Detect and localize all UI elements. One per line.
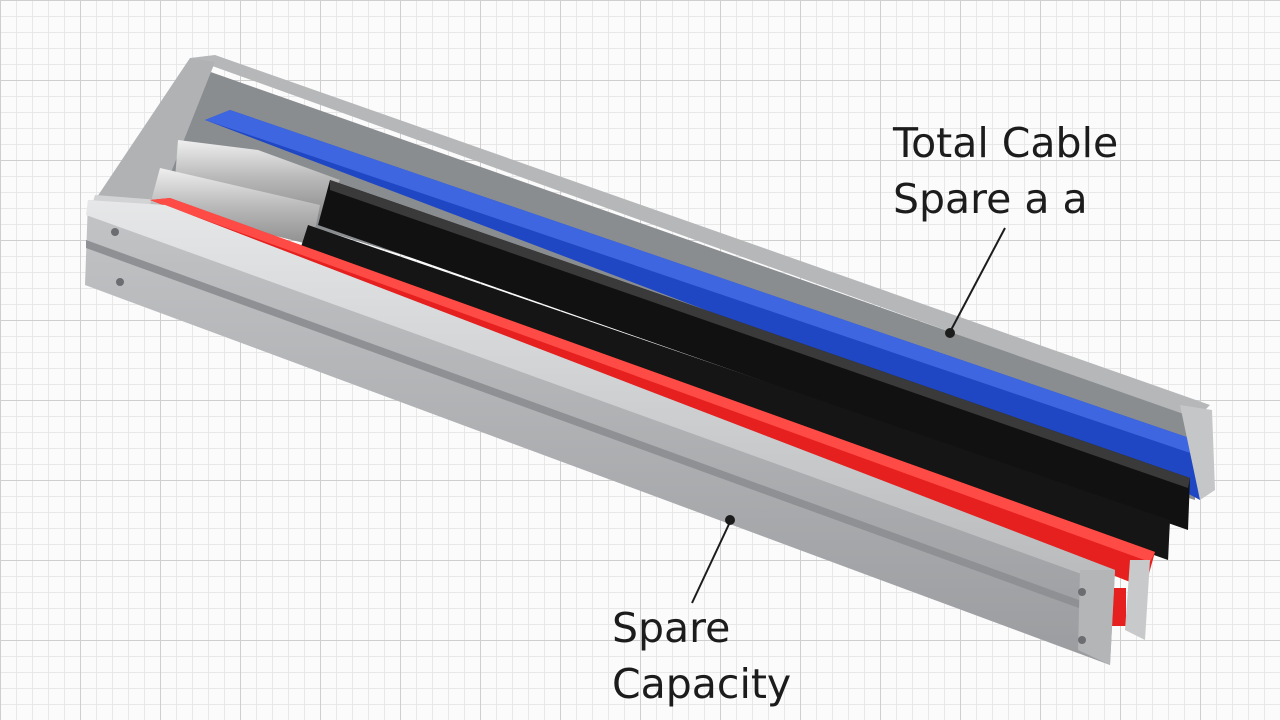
cable-silver-2 <box>150 168 320 245</box>
label-spare-capacity: Spare Capacity <box>612 600 791 712</box>
cable-black-1 <box>318 180 1190 530</box>
leader-line-bottom <box>691 515 735 604</box>
label-bottom-line2: Capacity <box>612 660 792 708</box>
label-top-line2: Spare a a <box>893 175 1088 223</box>
cable-silver-1 <box>175 140 340 215</box>
screw-icon <box>111 228 1086 644</box>
tray-front-wall <box>85 200 1115 665</box>
label-total-cable-spare: Total Cable Spare a a <box>893 115 1118 227</box>
label-top-line1: Total Cable <box>893 119 1119 167</box>
leader-line-top <box>945 227 1006 338</box>
tray-right-end <box>1125 405 1215 640</box>
cable-black-2 <box>300 225 1170 560</box>
label-bottom-line1: Spare <box>612 604 731 652</box>
